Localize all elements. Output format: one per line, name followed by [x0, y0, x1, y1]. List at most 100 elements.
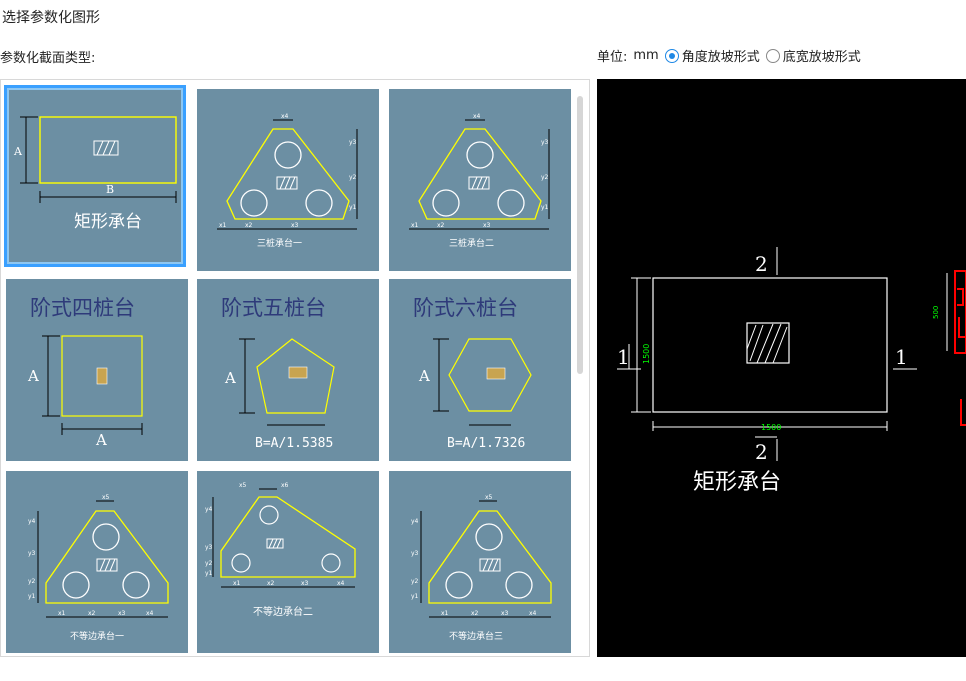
label-y4: y4 — [28, 518, 36, 525]
preview-caption: 矩形承台 — [693, 470, 781, 495]
section-mark-bottom: 2 — [755, 440, 768, 464]
radio-checked-icon[interactable] — [664, 48, 679, 63]
label-x1: x1 — [233, 580, 241, 587]
label-x2: x2 — [437, 222, 445, 229]
label-x3: x3 — [118, 610, 126, 617]
section-mark-left: 1 — [617, 345, 630, 369]
label-x3: x3 — [301, 580, 309, 587]
label-y1: y1 — [205, 570, 213, 577]
label-x4: x4 — [146, 610, 154, 617]
label-x4: x4 — [529, 610, 537, 617]
label-y1: y1 — [541, 204, 549, 211]
label-y3: y3 — [541, 139, 549, 146]
shape-preview: 1500 1500 1 1 2 2 矩形承台 500 — [597, 79, 966, 657]
label-x4: x4 — [473, 113, 481, 120]
formula-text: B=A/1.7326 — [447, 436, 525, 451]
three-pile-cap-1-diagram: x4 y3 y2 y1 x1 x2 x3 三桩承台一 — [217, 113, 358, 249]
dim-a-text: A — [418, 367, 430, 385]
shape-gallery: A B 矩形承台 x4 y3 y2 y1 x1 x2 x3 三桩承台一 — [0, 79, 590, 657]
unit-value: mm — [633, 48, 659, 63]
label-y2: y2 — [541, 174, 549, 181]
tile-caption: 三桩承台一 — [257, 237, 302, 249]
unequal-cap-3-diagram: x5 y4 y3 y2 y1 x1 x2 x3 x4 不等边承台三 — [411, 494, 552, 642]
gallery-scrollbar[interactable] — [575, 92, 585, 652]
radio-angle-slope-label: 角度放坡形式 — [681, 50, 760, 65]
label-x1: x1 — [411, 222, 419, 229]
tile-caption: 矩形承台 — [74, 212, 142, 232]
three-pile-cap-2-diagram: x4 y3 y2 y1 x1 x2 x3 三桩承台二 — [409, 113, 550, 249]
stepped-six-pile-diagram: 阶式六桩台 A B=A/1.7326 — [413, 296, 532, 451]
tile-caption: 阶式五桩台 — [221, 296, 326, 320]
tile-stepped-four-pile[interactable]: 阶式四桩台 A A — [6, 279, 188, 461]
radio-width-slope[interactable]: 底宽放坡形式 — [765, 46, 861, 65]
gallery-scrollbar-thumb[interactable] — [577, 96, 583, 374]
tile-caption: 不等边承台二 — [253, 605, 313, 618]
label-y2: y2 — [205, 560, 213, 567]
tile-unequal-cap-1[interactable]: x5 y4 y3 y2 y1 x1 x2 x3 x4 不等边承台一 — [6, 471, 188, 653]
label-x2: x2 — [88, 610, 96, 617]
label-x3: x3 — [291, 222, 299, 229]
tile-unequal-cap-2[interactable]: x5 x6 y4 y3 y2 y1 x1 x2 x3 x4 不等边承台二 — [197, 471, 379, 653]
label-y2: y2 — [28, 578, 36, 585]
side-dim-text: 500 — [932, 306, 940, 319]
dim-a-text: A — [224, 369, 236, 387]
dim-a-text-bottom: A — [95, 431, 107, 449]
label-y4: y4 — [205, 506, 213, 513]
tile-three-pile-cap-1[interactable]: x4 y3 y2 y1 x1 x2 x3 三桩承台一 — [197, 89, 379, 271]
stepped-five-pile-diagram: 阶式五桩台 A B=A/1.5385 — [221, 296, 335, 451]
dim-a-text: A — [13, 145, 23, 158]
label-x1: x1 — [441, 610, 449, 617]
label-y4: y4 — [411, 518, 419, 525]
label-x6: x6 — [281, 482, 289, 489]
label-x4: x4 — [337, 580, 345, 587]
dim-a-text: A — [27, 367, 39, 385]
section-mark-right: 1 — [895, 345, 908, 369]
label-x1: x1 — [219, 222, 227, 229]
formula-text: B=A/1.5385 — [255, 436, 333, 451]
label-x3: x3 — [483, 222, 491, 229]
tile-caption: 不等边承台一 — [70, 630, 124, 642]
dim-width-text: 1500 — [761, 423, 781, 432]
label-y3: y3 — [411, 550, 419, 557]
label-y1: y1 — [28, 593, 36, 600]
label-x5: x5 — [102, 494, 110, 501]
label-x1: x1 — [58, 610, 66, 617]
dim-b-text: B — [106, 183, 114, 196]
tile-caption: 阶式四桩台 — [30, 296, 135, 320]
label-x5: x5 — [485, 494, 493, 501]
dim-height-text: 1500 — [642, 344, 651, 364]
unit-row: 单位: mm 角度放坡形式 底宽放坡形式 — [597, 46, 861, 65]
tile-rect-cap[interactable]: A B 矩形承台 — [4, 85, 186, 267]
label-y2: y2 — [411, 578, 419, 585]
label-y2: y2 — [349, 174, 357, 181]
dialog-title: 选择参数化图形 — [2, 10, 100, 26]
tile-stepped-five-pile[interactable]: 阶式五桩台 A B=A/1.5385 — [197, 279, 379, 461]
stepped-four-pile-diagram: 阶式四桩台 A A — [27, 296, 143, 449]
tile-unequal-cap-3[interactable]: x5 y4 y3 y2 y1 x1 x2 x3 x4 不等边承台三 — [389, 471, 571, 653]
label-x2: x2 — [267, 580, 275, 587]
label-x2: x2 — [245, 222, 253, 229]
label-y3: y3 — [205, 544, 213, 551]
unit-label: 单位: — [597, 50, 628, 65]
section-label: 参数化截面类型: — [0, 51, 96, 66]
radio-unchecked-icon[interactable] — [765, 48, 780, 63]
radio-angle-slope[interactable]: 角度放坡形式 — [664, 46, 760, 65]
unequal-cap-1-diagram: x5 y4 y3 y2 y1 x1 x2 x3 x4 不等边承台一 — [28, 494, 169, 642]
radio-width-slope-label: 底宽放坡形式 — [782, 50, 861, 65]
tile-caption: 不等边承台三 — [449, 630, 503, 642]
label-x5: x5 — [239, 482, 247, 489]
tile-stepped-six-pile[interactable]: 阶式六桩台 A B=A/1.7326 — [389, 279, 571, 461]
rect-cap-diagram: A B 矩形承台 — [13, 116, 177, 232]
unequal-cap-2-diagram: x5 x6 y4 y3 y2 y1 x1 x2 x3 x4 不等边承台二 — [205, 482, 356, 618]
tile-three-pile-cap-2[interactable]: x4 y3 y2 y1 x1 x2 x3 三桩承台二 — [389, 89, 571, 271]
section-mark-top: 2 — [755, 252, 768, 276]
label-y3: y3 — [28, 550, 36, 557]
tile-caption: 阶式六桩台 — [413, 296, 518, 320]
label-x2: x2 — [471, 610, 479, 617]
label-y1: y1 — [411, 593, 419, 600]
label-y1: y1 — [349, 204, 357, 211]
label-y3: y3 — [349, 139, 357, 146]
preview-canvas: 1500 1500 1 1 2 2 矩形承台 500 — [617, 247, 966, 495]
tile-caption: 三桩承台二 — [449, 237, 494, 249]
label-x4: x4 — [281, 113, 289, 120]
